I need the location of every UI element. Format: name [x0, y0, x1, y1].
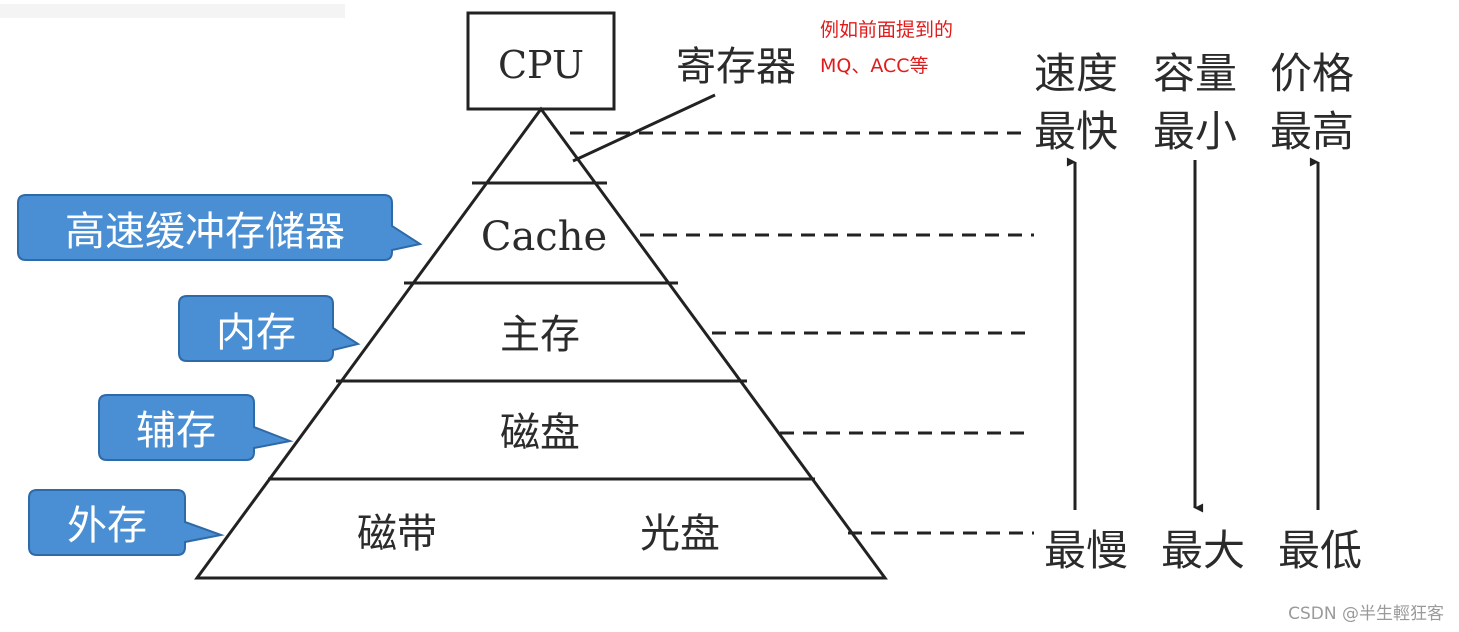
callout-bubble [98, 394, 294, 461]
pyramid-outline [194, 106, 888, 580]
metric-header-capacity: 容量 [1153, 49, 1237, 98]
cpu-label: CPU [498, 43, 584, 87]
metric-top-capacity: 最小 [1153, 107, 1237, 156]
register-label: 寄存器 [676, 44, 796, 90]
annotation-line1: 例如前面提到的 [820, 19, 953, 41]
metric-header-speed: 速度 [1034, 49, 1118, 98]
callout-text: 内存 [216, 310, 296, 356]
callout-bubble [178, 295, 361, 362]
callout-secondary-storage: 辅存 [98, 394, 294, 461]
metric-bottom-speed: 最慢 [1044, 526, 1128, 575]
callout-cache: 高速缓冲存储器 [17, 194, 423, 261]
callout-text: 高速缓冲存储器 [65, 209, 345, 255]
level-label-main-memory: 主存 [500, 312, 580, 358]
metric-header-price: 价格 [1270, 49, 1354, 98]
annotation-line2: MQ、ACC等 [820, 55, 929, 77]
metric-bottom-price: 最低 [1278, 526, 1362, 575]
callout-external-storage: 外存 [28, 489, 225, 556]
metric-top-speed: 最快 [1034, 107, 1118, 156]
callout-text: 辅存 [136, 408, 216, 454]
cpu-box [466, 11, 616, 111]
register-leader-line [572, 93, 716, 163]
metric-bottom-capacity: 最大 [1161, 526, 1245, 575]
level-label-optical-disc: 光盘 [640, 511, 720, 557]
top-left-strip [0, 4, 345, 18]
metric-top-price: 最高 [1270, 107, 1354, 156]
callout-bubble [28, 489, 225, 556]
callout-text: 外存 [67, 503, 147, 549]
callout-bubble [17, 194, 423, 261]
watermark: CSDN @半生輕狂客 [1288, 604, 1444, 624]
level-label-tape: 磁带 [357, 511, 437, 557]
level-label-cache: Cache [481, 214, 607, 260]
callout-memory: 内存 [178, 295, 361, 362]
level-label-disk: 磁盘 [500, 410, 580, 456]
